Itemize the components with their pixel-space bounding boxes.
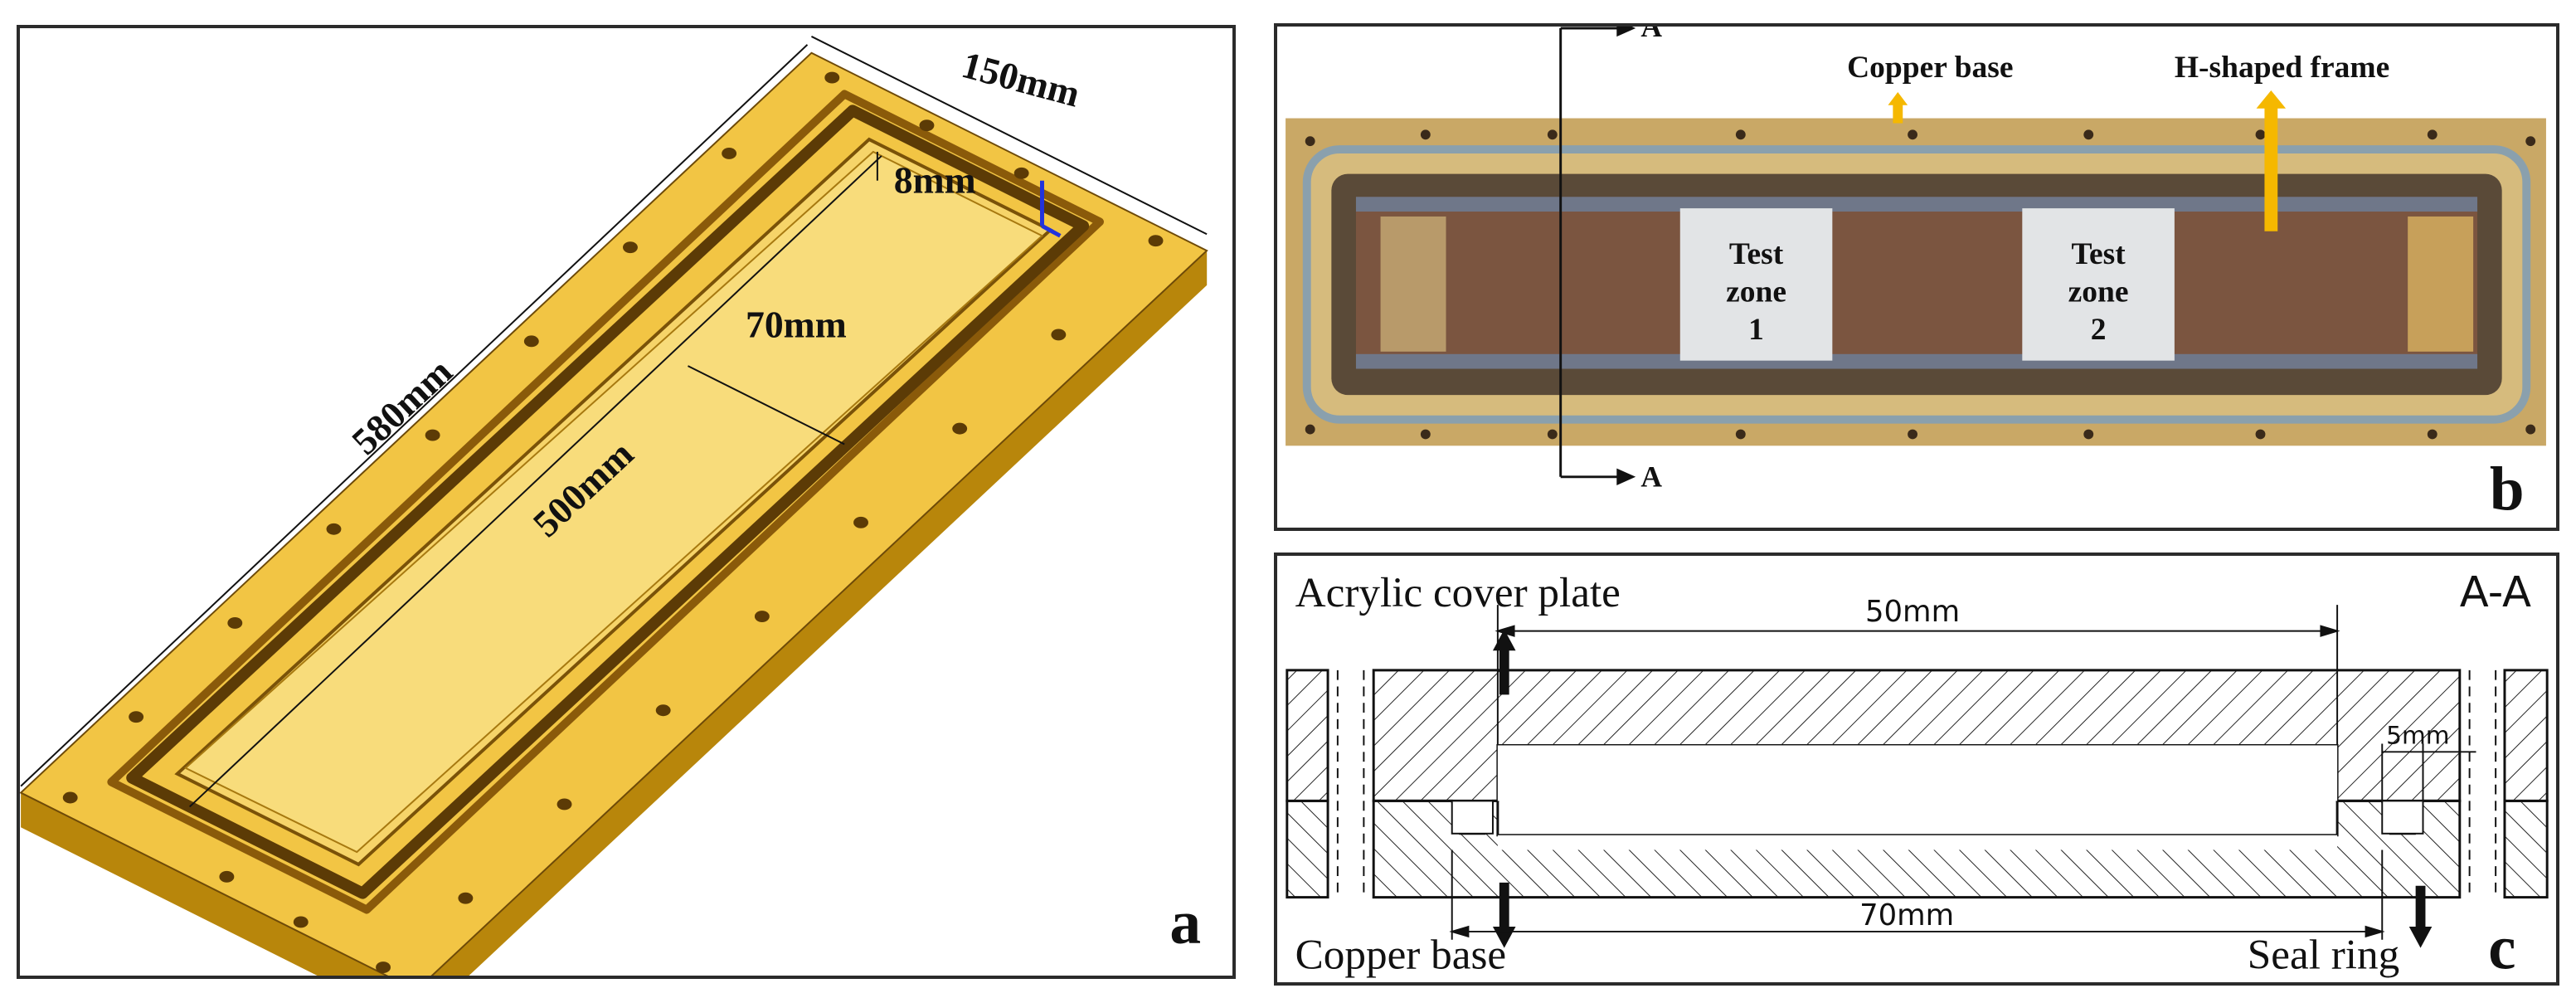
photo-channel [1355,197,2478,369]
dim-top-label: 50mm [1865,595,1960,629]
section-drawing: Acrylic cover plate A-A 50mm 70mm 5mm Co… [1286,567,2549,982]
dim-channel-width-label: 70mm [746,303,847,345]
section-mark-bottom: A [1640,460,1662,494]
copper-base-label-c: Copper base [1295,931,1506,978]
photo-end-block-left [1380,216,1446,352]
channel-floor [183,150,1044,854]
seal-groove-right [2381,800,2424,835]
dim-width-label: 150mm [958,43,1085,115]
dim-bottom-label: 70mm [1859,898,1954,932]
channel-gap [1497,745,2338,801]
copper-base-section [1286,799,2549,899]
seal-ring-arrow [2408,885,2433,948]
seal-groove [126,105,1090,899]
panel-a-label: a [1169,888,1201,957]
panel-a: 150mm 580mm 500mm 70mm 8mm a [17,25,1236,979]
seal-groove-left [1451,800,1494,835]
panel-c: Acrylic cover plate A-A 50mm 70mm 5mm Co… [1274,553,2559,986]
bolt-hole-lines [1336,669,2497,898]
test-zone-1-line-1: Test [1729,237,1784,271]
panel-c-label: c [2488,913,2515,982]
test-zone-1-line-2: zone [1726,275,1786,309]
dim-depth-label: 8mm [894,159,976,202]
dim-small-label: 5mm [2386,721,2449,749]
copper-base-arrow [1888,91,1908,124]
photo-channel-edge-top [1355,197,2478,212]
section-line [1559,27,1636,485]
photo-illustration: Test zone 1 Test zone 2 A A Copper base … [1286,27,2546,523]
section-title: A-A [2460,567,2531,617]
test-zone-1-box [1679,208,1833,361]
photo-end-block-right [2408,216,2474,352]
test-zone-2-box [2022,208,2175,361]
test-zone-2-line-1: Test [2071,237,2126,271]
dimension-lines [20,36,1208,808]
plate-front-side [21,251,1208,976]
copper-base-label: Copper base [1847,51,2013,85]
blue-marker [1040,180,1062,238]
photo-bolt-holes [1305,129,2536,440]
test-zone-2-line-2: zone [2068,275,2129,309]
panel-b-label: b [2490,455,2525,523]
cover-plate-label: Acrylic cover plate [1295,569,1621,616]
plate-3d-drawing: 150mm 580mm 500mm 70mm 8mm a [20,36,1208,976]
photo-channel-edge-bottom [1355,353,2478,369]
bolt-holes [62,71,1164,974]
panel-b: Test zone 1 Test zone 2 A A Copper base … [1274,23,2559,531]
section-mark-top: A [1640,27,1662,43]
h-frame-label: H-shaped frame [2175,51,2389,85]
test-zone-2-line-3: 2 [2091,313,2107,347]
outer-groove [107,90,1104,914]
h-frame-arrow [2256,90,2287,231]
test-zone-1-line-3: 1 [1748,313,1764,347]
seal-ring-label: Seal ring [2248,931,2399,978]
dimension-lines-c [1449,605,2476,940]
